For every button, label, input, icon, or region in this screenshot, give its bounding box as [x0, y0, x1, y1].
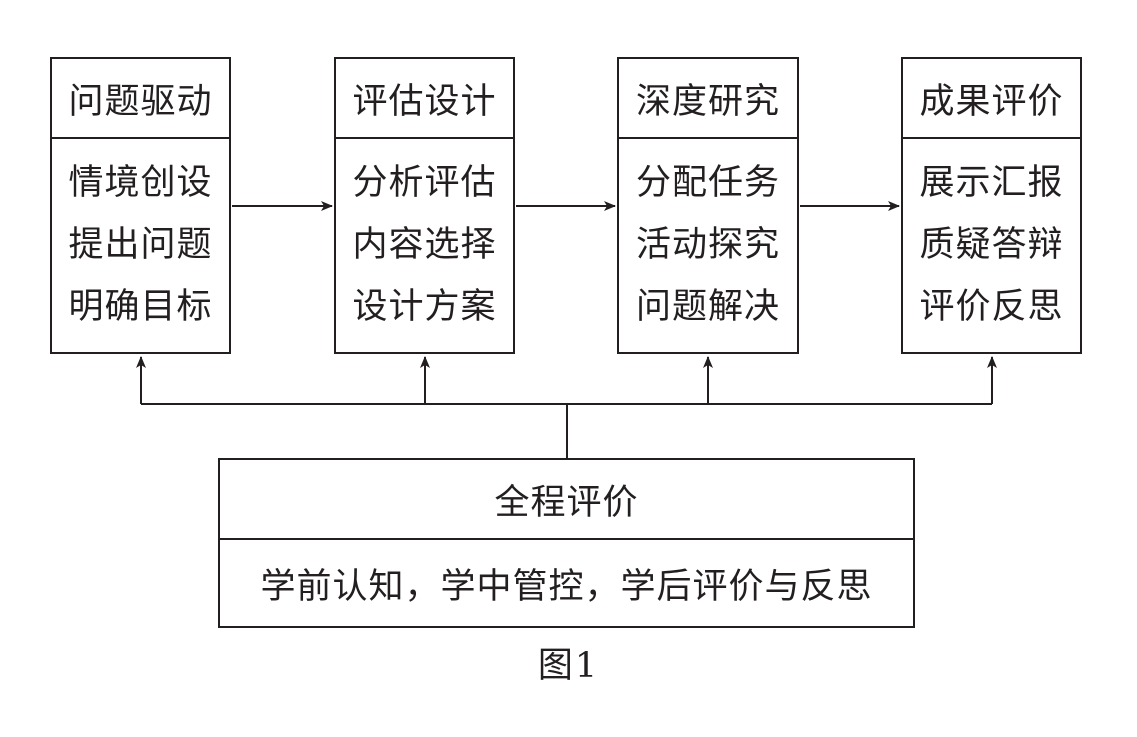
stage-item: 提出问题	[68, 225, 213, 265]
stage-box-deep-research: 深度研究 分配任务 活动探究 问题解决	[617, 57, 799, 354]
stage-item: 分析评估	[352, 163, 497, 203]
stage-items: 情境创设 提出问题 明确目标	[52, 139, 229, 338]
overall-description: 学前认知，学中管控，学后评价与反思	[260, 566, 873, 607]
stage-box-outcome-evaluation: 成果评价 展示汇报 质疑答辩 评价反思	[901, 57, 1082, 354]
stage-items: 分配任务 活动探究 问题解决	[619, 139, 797, 338]
stage-item: 设计方案	[352, 287, 497, 327]
stage-title: 成果评价	[903, 59, 1080, 139]
stage-title: 问题驱动	[52, 59, 229, 139]
stage-item: 情境创设	[68, 163, 213, 203]
stage-item: 活动探究	[635, 225, 780, 265]
overall-evaluation-box: 全程评价 学前认知，学中管控，学后评价与反思	[218, 458, 915, 628]
stage-item: 质疑答辩	[919, 225, 1064, 265]
stage-item: 展示汇报	[919, 163, 1064, 203]
stage-item: 分配任务	[635, 163, 780, 203]
stage-items: 展示汇报 质疑答辩 评价反思	[903, 139, 1080, 338]
figure-caption: 图1	[537, 646, 600, 686]
stage-item: 明确目标	[68, 287, 213, 327]
stage-item: 问题解决	[635, 287, 780, 327]
stage-items: 分析评估 内容选择 设计方案	[336, 139, 513, 338]
overall-title: 全程评价	[220, 460, 913, 540]
stage-item: 内容选择	[352, 225, 497, 265]
stage-box-evaluation-design: 评估设计 分析评估 内容选择 设计方案	[334, 57, 515, 354]
stage-title: 深度研究	[619, 59, 797, 139]
stage-box-problem-driven: 问题驱动 情境创设 提出问题 明确目标	[50, 57, 231, 354]
stage-item: 评价反思	[919, 287, 1064, 327]
stage-title: 评估设计	[336, 59, 513, 139]
